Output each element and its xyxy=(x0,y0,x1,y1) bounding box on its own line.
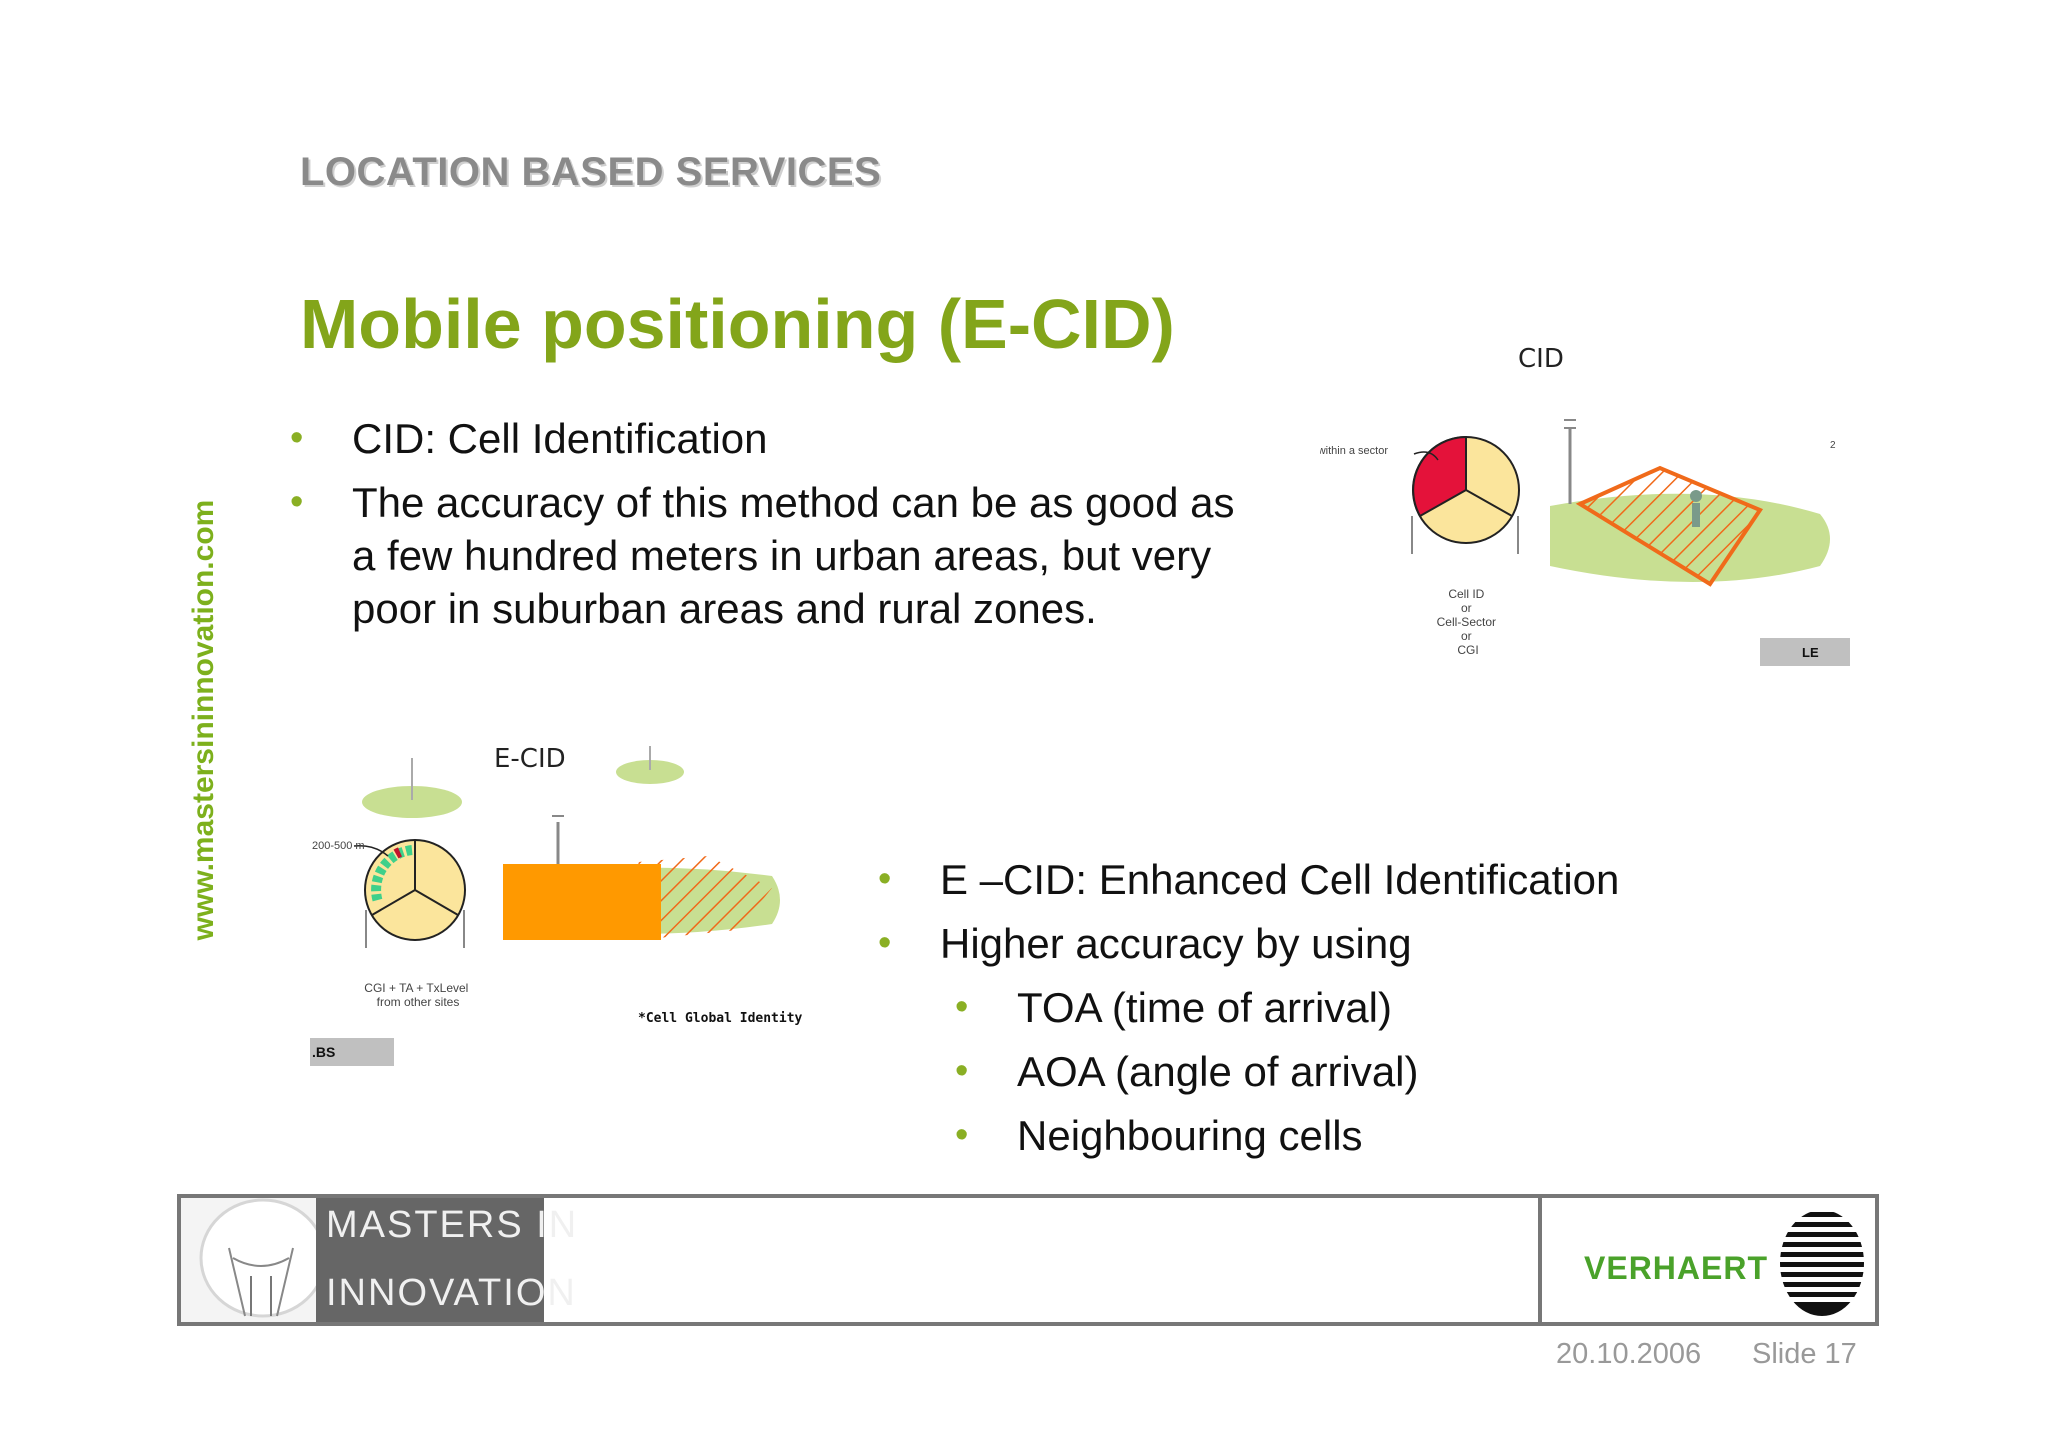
ecid-footnote: *Cell Global Identity xyxy=(638,1011,803,1026)
footer-date: 20.10.2006 xyxy=(1556,1338,1702,1370)
bullet-item: • Higher accuracy by using xyxy=(878,917,1840,970)
bullet-item: • E –CID: Enhanced Cell Identification xyxy=(878,853,1840,906)
bullet-text: Higher accuracy by using xyxy=(940,920,1412,967)
bullet-item: • The accuracy of this method can be as g… xyxy=(290,476,1252,635)
cid-sector-label: within a sector xyxy=(1320,445,1388,457)
cid-sector-hatch xyxy=(1575,465,1764,587)
bullet-item: • TOA (time of arrival) xyxy=(955,981,1840,1034)
ecid-caption: E-CID xyxy=(494,744,566,774)
bullet-item: • AOA (angle of arrival) xyxy=(955,1045,1840,1098)
ecid-badge xyxy=(310,1038,394,1066)
footer-divider xyxy=(1538,1194,1542,1326)
cid-diagram: within a sector 2 Cell ID or Cell-Sector… xyxy=(1320,419,1850,666)
bullet-dot-icon: • xyxy=(878,858,892,900)
logo-line1: MASTERS IN xyxy=(326,1204,579,1246)
cid-method-label: Cell ID or Cell-Sector or CGI xyxy=(1437,587,1500,657)
verhaert-brand: VERHAERT xyxy=(1584,1250,1769,1286)
bullet-text: Neighbouring cells xyxy=(1017,1112,1363,1159)
cid-badge xyxy=(1760,638,1850,666)
masters-in-innovation-logo: MASTERS IN INNOVATION xyxy=(316,1198,576,1322)
bullet-dot-icon: • xyxy=(955,986,969,1028)
redaction-block xyxy=(503,864,661,940)
section-label: LOCATION BASED SERVICES xyxy=(300,150,882,194)
ecid-diagram: 200-500 m CGI + TA + TxLevel from other … xyxy=(310,746,803,1066)
bullet-dot-icon: • xyxy=(955,1050,969,1092)
footer-frame xyxy=(177,1194,1879,1326)
bullet-dot-icon: • xyxy=(290,481,304,523)
verhaert-logo-icon xyxy=(1780,1212,1864,1316)
bullet-item: • Neighbouring cells xyxy=(955,1109,1840,1162)
cid-caption: CID xyxy=(1518,344,1564,374)
slide-title: Mobile positioning (E-CID) xyxy=(300,285,1175,363)
ecid-neighbour-cell-left xyxy=(362,786,462,818)
bullet-text: The accuracy of this method can be as go… xyxy=(352,479,1235,632)
lightbulb-icon xyxy=(181,1198,316,1322)
logo-line2: INNOVATION xyxy=(326,1272,577,1314)
cid-badge-text: LE xyxy=(1802,645,1819,660)
bottom-bullet-list: • E –CID: Enhanced Cell Identification • Hi… xyxy=(878,853,1840,1173)
ecid-method-label: CGI + TA + TxLevel from other sites xyxy=(364,981,471,1009)
top-bullet-list: • CID: Cell Identification • The accuracy o… xyxy=(290,412,1252,646)
bullet-item: • CID: Cell Identification xyxy=(290,412,1252,465)
ecid-range-label: 200-500 m xyxy=(312,840,365,852)
vertical-url-text: www.mastersininnovation.com xyxy=(187,499,220,941)
bullet-text: CID: Cell Identification xyxy=(352,415,768,462)
cid-red-sector xyxy=(1412,435,1467,518)
footer-slide-number: Slide 17 xyxy=(1752,1338,1857,1370)
cid-corner-number: 2 xyxy=(1830,440,1836,451)
ecid-badge-text: .BS xyxy=(312,1044,335,1060)
bullet-text: E –CID: Enhanced Cell Identification xyxy=(940,856,1620,903)
bullet-dot-icon: • xyxy=(955,1114,969,1156)
ecid-sector-hatch xyxy=(638,856,772,938)
bullet-dot-icon: • xyxy=(290,417,304,459)
ecid-neighbour-cell-right xyxy=(616,760,684,784)
person-icon xyxy=(1690,490,1702,502)
bullet-text: AOA (angle of arrival) xyxy=(1017,1048,1419,1095)
bullet-dot-icon: • xyxy=(878,922,892,964)
vertical-url: www.mastersininnovation.com xyxy=(180,470,228,970)
bullet-text: TOA (time of arrival) xyxy=(1017,984,1392,1031)
